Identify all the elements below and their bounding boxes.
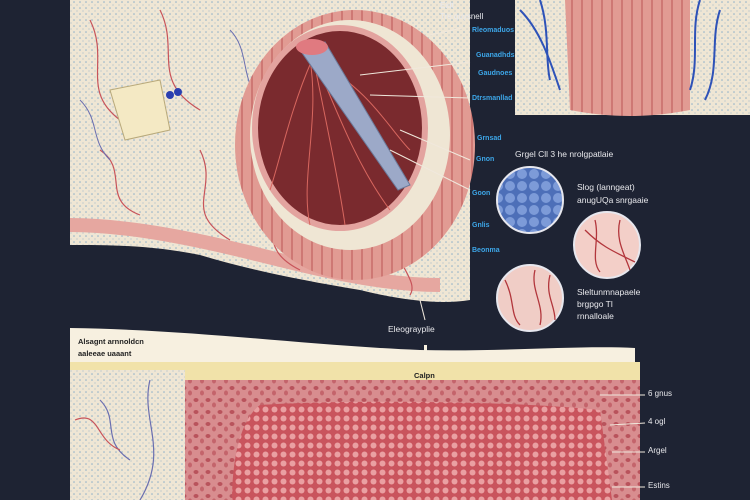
layer-label: 4 ogl [648, 417, 666, 426]
organ-label: Rleomaduos [472, 27, 515, 34]
dense-cell-region [232, 401, 612, 500]
circle-label-2-line-2: brgpgo Tl [577, 299, 613, 309]
circles-heading: Grgel Cll 3 he nrolgpatlaie [515, 149, 614, 159]
organ-label: Beonma [472, 247, 500, 254]
layer-label: Argel [648, 446, 667, 455]
layer-top-label: Calpn [414, 371, 435, 380]
vessel-circle-2 [496, 264, 564, 332]
organ-label: Gnon [476, 156, 495, 163]
circle-label-1-line-2: anugUQa snrgaaie [577, 195, 649, 205]
organ-lumen [252, 25, 428, 231]
circle-label-1-line-1: Slog (lanngeat) [577, 182, 635, 192]
organ-label: Goon [472, 190, 491, 197]
organ-label: Gaudnoes [478, 70, 513, 77]
layer-label: Estins [648, 481, 670, 490]
layer-label: 6 gnus [648, 389, 673, 398]
organ-label: Guanadhds [476, 52, 515, 59]
circle-label-2-line-1: Sleltunmnapaele [577, 287, 641, 297]
organ-label: Gnlis [472, 222, 490, 229]
bone-fragment [109, 79, 171, 141]
organ-label: Grnsad [477, 135, 502, 142]
circle-label-2-line-3: rnnalloale [577, 311, 614, 321]
corner-label-line-1: Alsagnt arnnoldcn [78, 337, 144, 346]
blue-cell-circle [496, 166, 564, 234]
vessel-circle-1 [573, 211, 641, 279]
title-label-2: Tre quysnell [440, 12, 484, 21]
section-label: Eleograyplie [388, 324, 435, 334]
corner-label-line-2: aaleeae uaaant [78, 349, 132, 358]
organ-label: Dtrsmanllad [472, 95, 513, 102]
title-label-1: Eidt [440, 1, 454, 10]
